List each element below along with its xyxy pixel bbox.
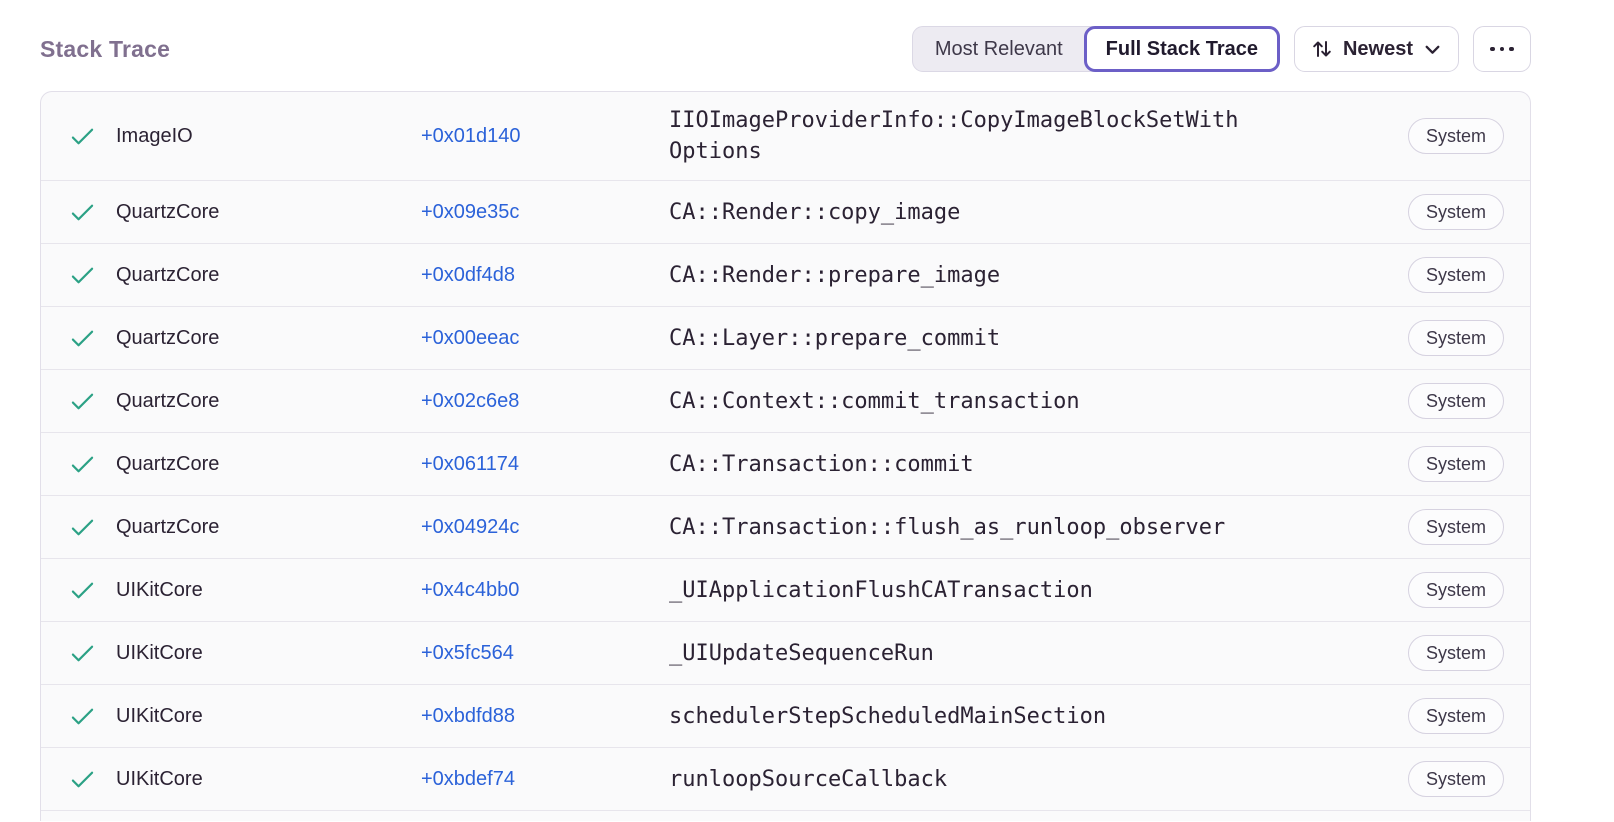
- frame-system-badge: System: [1407, 118, 1504, 154]
- in-app-check-icon: [69, 577, 96, 604]
- in-app-check-icon: [69, 766, 96, 793]
- frame-system-badge: System: [1407, 320, 1504, 356]
- section-header: Stack Trace Most Relevant Full Stack Tra…: [40, 0, 1531, 72]
- frame-address-link[interactable]: +0x04924c: [421, 515, 520, 538]
- frame-address-link[interactable]: +0x5fc564: [421, 641, 514, 664]
- stack-frame-row[interactable]: UIKitCore +0xbdef74 runloopSourceCallback S…: [41, 747, 1530, 810]
- in-app-check-icon: [69, 514, 96, 541]
- stack-frame-row[interactable]: UIKitCore +0xbdfd88 schedulerStepScheduled…: [41, 684, 1530, 747]
- frame-function-label: CA::Transaction::commit: [669, 451, 974, 477]
- frame-library-label: QuartzCore: [116, 515, 220, 538]
- sort-arrows-icon: [1311, 38, 1333, 60]
- frame-library-label: UIKitCore: [116, 704, 203, 727]
- frame-function-label: IIOImageProviderInfo::CopyImageBlockSetW…: [669, 108, 1239, 164]
- frame-system-badge: System: [1407, 509, 1504, 545]
- frame-address-link[interactable]: +0xbdef74: [421, 767, 515, 790]
- frame-library-label: ImageIO: [116, 124, 193, 147]
- ellipsis-icon: [1509, 46, 1514, 52]
- frame-system-badge: System: [1407, 761, 1504, 797]
- in-app-check-icon: [69, 262, 96, 289]
- in-app-check-icon: [69, 388, 96, 415]
- toggle-full-stack-trace[interactable]: Full Stack Trace: [1083, 26, 1280, 72]
- cut-off-row: [41, 810, 1530, 821]
- sort-button[interactable]: Newest: [1293, 26, 1459, 72]
- stack-frame-row[interactable]: QuartzCore +0x0df4d8 CA::Render::prepare_i…: [41, 243, 1530, 306]
- frame-address-link[interactable]: +0x00eeac: [421, 326, 520, 349]
- in-app-check-icon: [69, 703, 96, 730]
- frame-function-label: CA::Layer::prepare_commit: [669, 325, 1001, 351]
- chevron-down-icon: [1423, 40, 1442, 59]
- stack-frame-row[interactable]: QuartzCore +0x00eeac CA::Layer::prepare_co…: [41, 306, 1530, 369]
- frame-function-label: CA::Context::commit_transaction: [669, 388, 1080, 414]
- in-app-check-icon: [69, 451, 96, 478]
- stack-frame-row[interactable]: QuartzCore +0x02c6e8 CA::Context::commit_t…: [41, 369, 1530, 432]
- frame-function-label: _UIUpdateSequenceRun: [669, 640, 934, 666]
- frame-library-label: UIKitCore: [116, 641, 203, 664]
- frame-address-link[interactable]: +0xbdfd88: [421, 704, 515, 727]
- frame-address-link[interactable]: +0x4c4bb0: [421, 578, 520, 601]
- frame-library-label: QuartzCore: [116, 452, 220, 475]
- frame-system-badge: System: [1407, 383, 1504, 419]
- stack-frame-row[interactable]: QuartzCore +0x04924c CA::Transaction::flus…: [41, 495, 1530, 558]
- frame-system-badge: System: [1407, 635, 1504, 671]
- frame-function-label: CA::Transaction::flush_as_runloop_observ…: [669, 514, 1226, 540]
- frame-address-link[interactable]: +0x09e35c: [421, 200, 520, 223]
- frame-library-label: QuartzCore: [116, 263, 220, 286]
- ellipsis-icon: [1490, 46, 1495, 52]
- stack-trace-table: ImageIO +0x01d140 IIOImageProviderInfo::Co…: [40, 91, 1531, 821]
- frame-library-label: UIKitCore: [116, 767, 203, 790]
- in-app-check-icon: [69, 325, 96, 352]
- page-title: Stack Trace: [40, 35, 171, 62]
- frame-system-badge: System: [1407, 572, 1504, 608]
- header-controls: Most Relevant Full Stack Trace Newest: [911, 26, 1531, 72]
- frame-library-label: UIKitCore: [116, 578, 203, 601]
- more-options-button[interactable]: [1473, 26, 1531, 72]
- frame-address-link[interactable]: +0x061174: [421, 452, 520, 475]
- frame-function-label: runloopSourceCallback: [669, 766, 948, 792]
- frame-function-label: CA::Render::prepare_image: [669, 262, 1001, 288]
- frame-function-label: _UIApplicationFlushCATransaction: [669, 577, 1093, 603]
- frame-address-link[interactable]: +0x0df4d8: [421, 263, 515, 286]
- in-app-check-icon: [69, 123, 96, 150]
- ellipsis-icon: [1499, 46, 1505, 52]
- frame-system-badge: System: [1407, 194, 1504, 230]
- frame-system-badge: System: [1407, 698, 1504, 734]
- frame-address-link[interactable]: +0x01d140: [421, 124, 521, 147]
- stack-frame-row[interactable]: UIKitCore +0x4c4bb0 _UIApplicationFlushCAT…: [41, 558, 1530, 621]
- frame-function-label: schedulerStepScheduledMainSection: [669, 703, 1107, 729]
- stack-frame-row[interactable]: ImageIO +0x01d140 IIOImageProviderInfo::Co…: [41, 92, 1530, 180]
- frame-function-label: CA::Render::copy_image: [669, 199, 961, 225]
- stack-frame-row[interactable]: QuartzCore +0x061174 CA::Transaction::comm…: [41, 432, 1530, 495]
- stack-trace-section: Stack Trace Most Relevant Full Stack Tra…: [40, 0, 1531, 821]
- frame-system-badge: System: [1407, 446, 1504, 482]
- in-app-check-icon: [69, 199, 96, 226]
- sort-button-label: Newest: [1342, 37, 1413, 60]
- stack-frame-row[interactable]: UIKitCore +0x5fc564 _UIUpdateSequenceRun Sy…: [41, 621, 1530, 684]
- toggle-most-relevant[interactable]: Most Relevant: [934, 37, 1063, 60]
- frame-library-label: QuartzCore: [116, 326, 220, 349]
- in-app-check-icon: [69, 640, 96, 667]
- frame-system-badge: System: [1407, 257, 1504, 293]
- frame-library-label: QuartzCore: [116, 200, 220, 223]
- frame-address-link[interactable]: +0x02c6e8: [421, 389, 520, 412]
- frame-library-label: QuartzCore: [116, 389, 220, 412]
- display-toggle: Most Relevant Full Stack Trace: [911, 26, 1280, 72]
- stack-frame-row[interactable]: QuartzCore +0x09e35c CA::Render::copy_imag…: [41, 180, 1530, 243]
